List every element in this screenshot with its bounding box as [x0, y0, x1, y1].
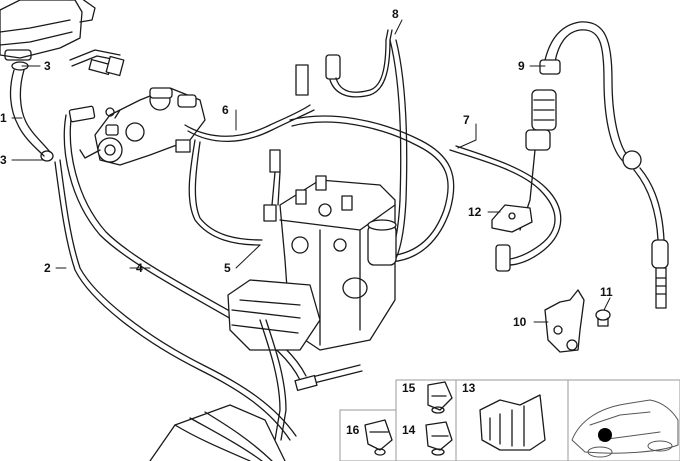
- brake-line-2: [54, 159, 297, 441]
- clip-15: [427, 381, 453, 414]
- callout-5: 5: [224, 261, 231, 275]
- callout-4: 4: [136, 261, 143, 275]
- brake-booster: [149, 404, 286, 461]
- callout-10: 10: [513, 315, 527, 329]
- clip-14: [425, 421, 453, 456]
- callout-6: 6: [222, 103, 229, 117]
- master-cylinder: [79, 87, 206, 166]
- callout-1: 1: [0, 111, 7, 125]
- callout-3-top: 3: [44, 59, 51, 73]
- fluid-reservoir: [0, 0, 96, 61]
- holder-13: [479, 394, 546, 451]
- callout-14: 14: [402, 423, 416, 437]
- abs-unit: [227, 149, 397, 351]
- bolt-11: [595, 309, 611, 327]
- leader-lines: [11, 19, 611, 323]
- callout-15: 15: [402, 381, 416, 395]
- location-dot-icon: [598, 428, 612, 442]
- bracket-12: [491, 204, 533, 233]
- hose-1: [9, 61, 54, 162]
- bottom-lines: [259, 319, 363, 441]
- callout-2: 2: [44, 261, 51, 275]
- callout-3-bottom: 3: [0, 153, 7, 167]
- callout-16: 16: [346, 423, 360, 437]
- bracket-10: [544, 289, 585, 353]
- brake-hose-9: [519, 21, 669, 309]
- callout-7: 7: [463, 113, 470, 127]
- brake-line-6: [175, 54, 341, 246]
- callout-11: 11: [600, 285, 613, 299]
- clip-16: [364, 419, 393, 456]
- brake-line-7: [289, 115, 562, 272]
- callout-9: 9: [518, 59, 525, 73]
- top-line: [69, 49, 125, 77]
- callout-13: 13: [462, 381, 476, 395]
- callout-8: 8: [392, 7, 399, 21]
- callout-12: 12: [468, 205, 482, 219]
